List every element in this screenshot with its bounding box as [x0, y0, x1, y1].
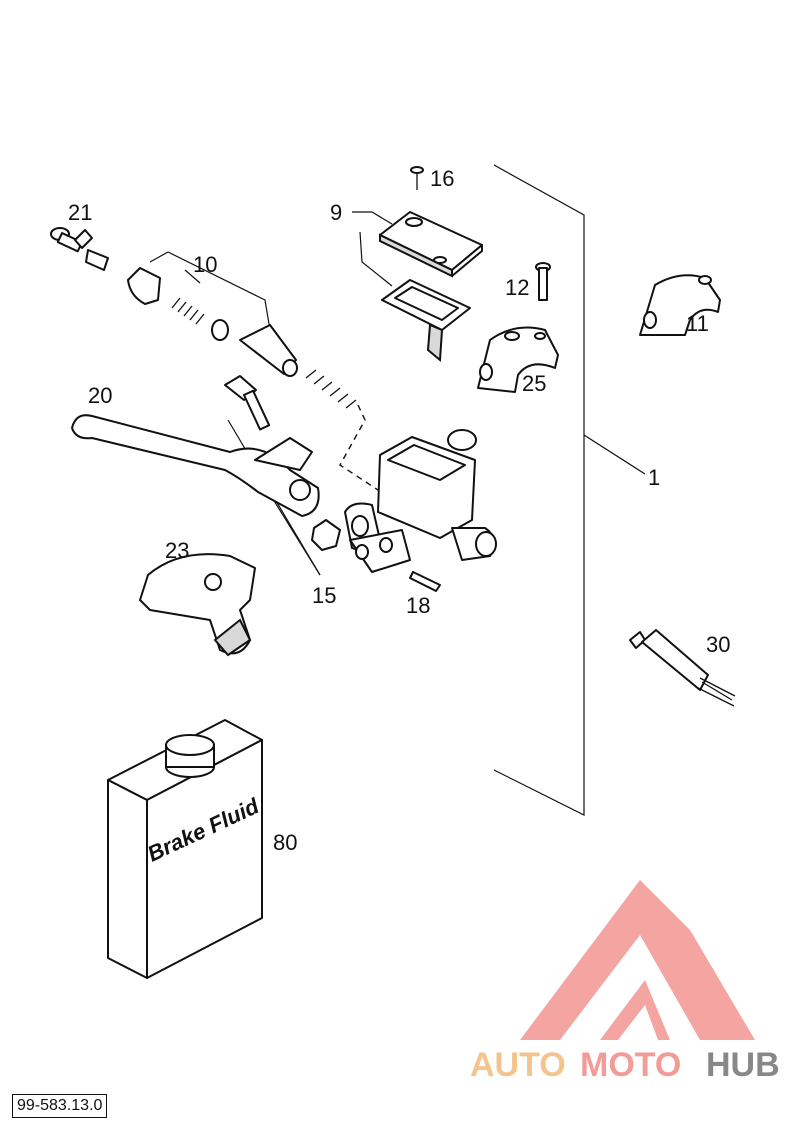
- callout-15: 15: [312, 583, 336, 608]
- brand-part-1: AUTO: [470, 1046, 566, 1084]
- callout-23: 23: [165, 538, 189, 563]
- clamp-25: [477, 326, 559, 393]
- assembly-bracket: [493, 164, 646, 816]
- callout-16: 16: [430, 166, 454, 191]
- callout-10: 10: [193, 252, 217, 277]
- reservoir-cap-9: [379, 211, 483, 278]
- brand-part-2: MOTO: [580, 1046, 681, 1084]
- brand-part-3: HUB: [706, 1046, 780, 1084]
- clamp-11: [639, 274, 721, 336]
- drawing-code: 99-583.13.0: [12, 1094, 108, 1118]
- pivot-bolt-15: [224, 375, 341, 576]
- callout-11: 11: [686, 311, 709, 336]
- callout-12: 12: [505, 275, 529, 300]
- adjuster-screw-21: [50, 227, 109, 271]
- spring: [305, 369, 357, 409]
- brake-fluid-container-80: [107, 719, 263, 979]
- master-cylinder-body: [344, 429, 497, 573]
- callout-20: 20: [88, 383, 112, 408]
- callout-18: 18: [406, 593, 430, 618]
- cover-23: [139, 553, 256, 657]
- callout-1: 1: [648, 465, 660, 490]
- piston-kit-10: [127, 251, 298, 377]
- callout-9: 9: [330, 200, 342, 225]
- screw-16: [410, 166, 424, 190]
- bolt-12: [535, 262, 551, 301]
- hose-end-30: [629, 629, 736, 707]
- brake-lever-20: [71, 414, 320, 517]
- callout-30: 30: [706, 632, 730, 657]
- bleeder-18: [409, 571, 441, 592]
- reservoir-gasket-9: [381, 279, 471, 363]
- callout-21: 21: [68, 200, 92, 225]
- automotohub-logo: [520, 880, 755, 1040]
- callout-25: 25: [522, 371, 546, 396]
- brand-wordmark: AUTO MOTO HUB: [470, 1046, 780, 1084]
- callout-80: 80: [273, 830, 297, 855]
